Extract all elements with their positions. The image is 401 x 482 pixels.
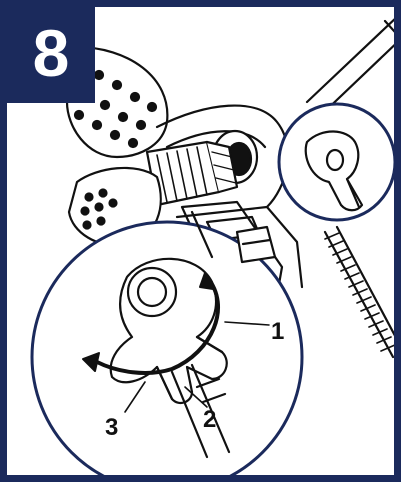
callout-3: 3 — [105, 414, 118, 441]
step-badge: 8 — [7, 7, 95, 103]
hose-icon — [325, 227, 401, 357]
step-number: 8 — [7, 17, 95, 89]
callout-1: 1 — [271, 318, 284, 345]
callout-2: 2 — [203, 406, 216, 433]
detail-inset-small — [279, 104, 395, 220]
shower-arm — [307, 15, 401, 117]
